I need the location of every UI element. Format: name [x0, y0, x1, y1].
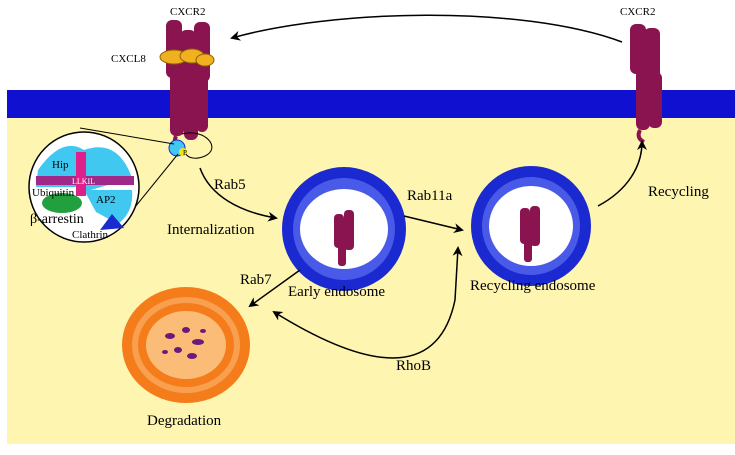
cxcr2-left-label: CXCR2	[170, 6, 205, 18]
zoom-line-top	[79, 127, 175, 145]
cxcr2-receptor-right	[630, 24, 662, 144]
recycling-endosome-label: Recycling endosome	[470, 278, 596, 294]
inset-hip-label: Hip	[52, 159, 69, 171]
cxcr2-receptor-left	[166, 20, 210, 152]
recycling-endosome	[471, 166, 591, 286]
rab11a-arrow	[403, 215, 464, 233]
recycling-arrow	[597, 140, 647, 207]
rhob-label: RhoB	[396, 358, 431, 374]
cxcr2-right-label: CXCR2	[620, 6, 655, 18]
tail-loop-line	[181, 132, 213, 159]
inset-zoom-circle	[28, 131, 140, 243]
degradation-label: Degradation	[147, 413, 222, 429]
return-arrow	[230, 14, 623, 43]
recycling-label: Recycling	[648, 184, 709, 200]
cxcl8-ligand	[159, 48, 215, 67]
internalization-arrow	[199, 167, 278, 222]
rab11a-label: Rab11a	[407, 188, 453, 204]
lysosome	[122, 287, 250, 403]
rab5-label: Rab5	[214, 177, 246, 193]
early-endosome	[282, 167, 406, 291]
inset-clathrin-label: Clathrin	[72, 229, 109, 241]
cxcl8-label: CXCL8	[111, 53, 146, 65]
rab7-arrow	[248, 269, 301, 308]
rab7-label: Rab7	[240, 272, 272, 288]
inset-ap2-label: AP2	[96, 194, 116, 206]
inset-arrestin-label: β-arrestin	[30, 212, 84, 227]
phospho-label: P	[183, 149, 187, 157]
rhob-arrow-to-lysosome	[272, 299, 456, 359]
plasma-membrane	[7, 90, 735, 118]
early-endosome-label: Early endosome	[288, 284, 385, 300]
inset-motif-label: LLKIL	[72, 177, 95, 186]
rhob-arrow-to-recycling	[452, 246, 463, 301]
inset-ubiquitin-label: Ubiquitin	[32, 187, 75, 199]
internalization-label: Internalization	[167, 222, 255, 238]
